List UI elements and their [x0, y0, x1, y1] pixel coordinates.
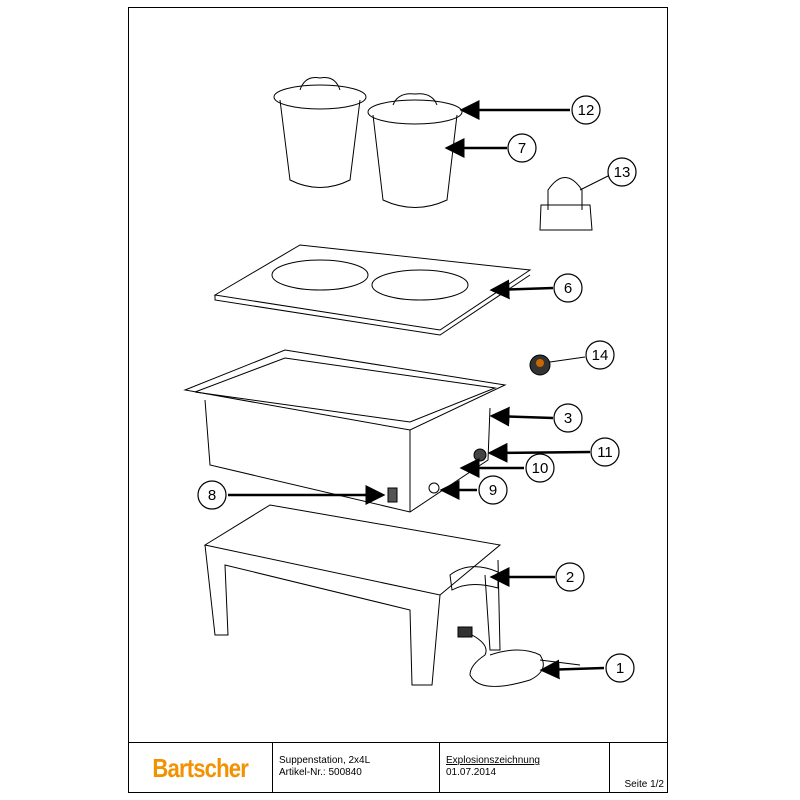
svg-text:6: 6 — [564, 280, 572, 297]
callout-6: 6 — [553, 273, 583, 303]
svg-text:11: 11 — [597, 444, 613, 461]
stand-frame — [203, 504, 502, 686]
callout-12: 12 — [571, 95, 601, 125]
svg-text:14: 14 — [592, 347, 609, 364]
product-name: Suppenstation, 2x4L — [279, 755, 371, 766]
callout-8: 8 — [197, 480, 227, 510]
document-type: Explosionszeichnung — [446, 755, 540, 766]
svg-text:10: 10 — [532, 460, 549, 477]
lid-handle-part — [539, 177, 593, 231]
callout-2: 2 — [555, 562, 585, 592]
svg-text:3: 3 — [564, 410, 572, 427]
svg-text:2: 2 — [566, 569, 574, 586]
article-number: Artikel-Nr.: 500840 — [279, 767, 362, 778]
power-cable — [457, 626, 581, 687]
callout-10: 10 — [525, 453, 555, 483]
callout-labels: 12 7 13 6 14 3 11 10 9 8 2 1 — [197, 95, 637, 683]
page-number: Seite 1/2 — [624, 779, 664, 790]
lid-plate — [213, 244, 532, 336]
svg-text:7: 7 — [518, 140, 526, 157]
callout-1: 1 — [605, 653, 635, 683]
thermostat-knob — [529, 354, 551, 376]
svg-text:13: 13 — [614, 164, 631, 181]
page-cell: Seite 1/2 — [610, 743, 668, 793]
callout-14: 14 — [585, 340, 615, 370]
callout-11: 11 — [590, 437, 620, 467]
brand-logo: Bartscher — [152, 753, 248, 783]
callout-3: 3 — [553, 403, 583, 433]
document-date: 01.07.2014 — [446, 767, 497, 778]
callout-13: 13 — [607, 157, 637, 187]
soup-pot-right — [367, 93, 463, 208]
svg-text:8: 8 — [208, 487, 216, 504]
document-cell: Explosionszeichnung 01.07.2014 — [440, 743, 610, 793]
soup-pot-left — [273, 77, 367, 188]
svg-text:1: 1 — [616, 660, 624, 677]
logo-cell: Bartscher — [128, 743, 273, 793]
product-cell: Suppenstation, 2x4L Artikel-Nr.: 500840 — [273, 743, 440, 793]
title-block: Bartscher Suppenstation, 2x4L Artikel-Nr… — [128, 742, 668, 793]
water-basin — [183, 349, 507, 513]
callout-7: 7 — [507, 133, 537, 163]
callout-arrows — [228, 100, 609, 680]
svg-text:12: 12 — [578, 102, 595, 119]
callout-9: 9 — [478, 475, 508, 505]
svg-text:9: 9 — [489, 482, 497, 499]
drawing-frame — [128, 7, 668, 793]
